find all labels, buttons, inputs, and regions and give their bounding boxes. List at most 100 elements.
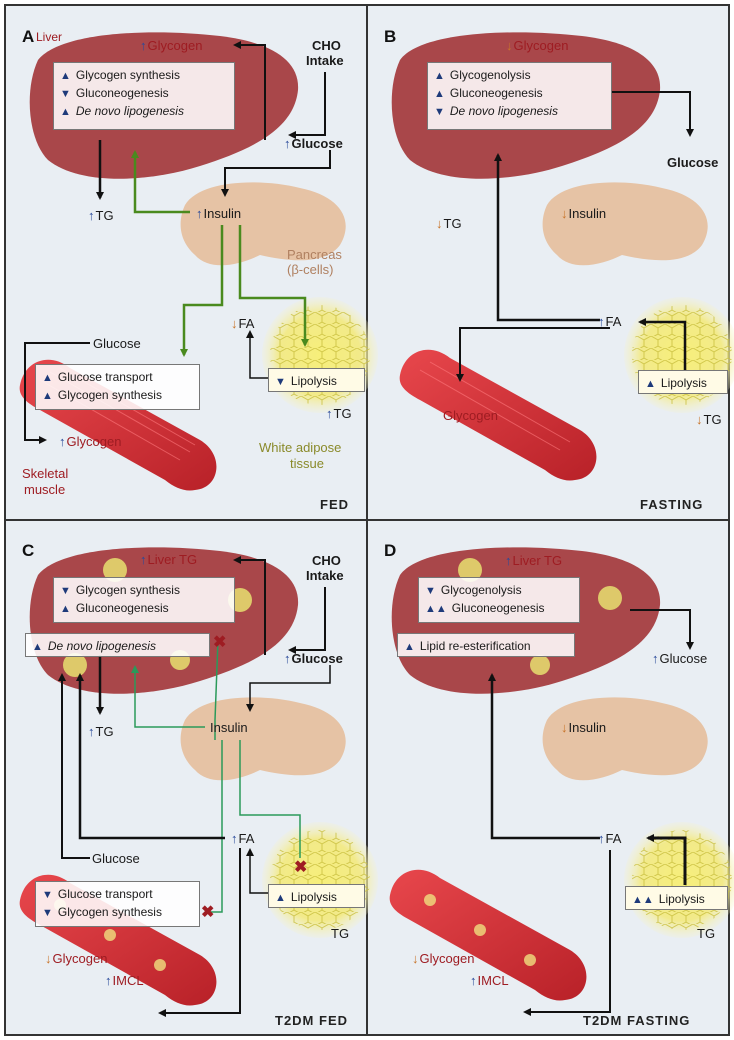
tg-label-c: ↑TG	[88, 724, 114, 739]
muscle-box-row: ▼Glucose transport	[42, 885, 193, 903]
liver-tg-text: Liver TG	[148, 552, 198, 567]
liver-tg-text: Liver TG	[513, 553, 563, 568]
glycogen-label-b: ↓Glycogen	[506, 38, 568, 53]
triangle-down-icon: ▼	[60, 88, 71, 100]
row-text: Glucose transport	[58, 887, 153, 901]
fa-text: FA	[239, 316, 255, 331]
adipose-box-b: ▲Lipolysis	[638, 370, 728, 394]
up-arrow-icon: ↑	[326, 406, 333, 421]
row-text: Glycogen synthesis	[58, 388, 162, 402]
row-text: De novo lipogenesis	[450, 104, 558, 118]
glycogen-text: Glycogen	[148, 38, 203, 53]
down-arrow-icon: ↓	[561, 206, 568, 221]
adipose-box-a: ▼ Lipolysis	[268, 368, 365, 392]
panel-d-footer: T2DM FASTING	[583, 1013, 690, 1028]
imcl-label-c: ↑IMCL	[105, 973, 144, 988]
glucose-text: Glucose	[292, 651, 343, 666]
fa-text: FA	[606, 831, 622, 846]
tg-label-a: ↑TG	[88, 208, 114, 223]
triangle-down-icon: ▼	[434, 106, 445, 118]
muscle-box-row: ▲ Glycogen synthesis	[42, 386, 193, 404]
fa-label-c: ↑FA	[231, 831, 254, 846]
tg-adipose-d: TG	[697, 926, 715, 941]
row-text: Glycogenolysis	[441, 583, 522, 597]
row-text: De novo lipogenesis	[76, 104, 184, 118]
triangle-up-icon: ▲	[275, 892, 286, 904]
muscle-glycogen-c: ↓Glycogen	[45, 951, 107, 966]
row-text: Gluconeogenesis	[452, 601, 545, 615]
muscle-box-c: ▼Glucose transport ▼Glycogen synthesis	[35, 881, 200, 927]
insulin-label-a: ↑Insulin	[196, 206, 241, 221]
tg-text: TG	[704, 412, 722, 427]
up-arrow-icon: ↑	[470, 973, 477, 988]
beta-cells-label-a: (β-cells)	[287, 262, 333, 277]
tg-adipose-b: ↓TG	[696, 412, 722, 427]
up-arrow-icon: ↑	[88, 724, 95, 739]
pancreas-shape-b	[543, 182, 708, 265]
up-arrow-icon: ↑	[105, 973, 112, 988]
muscle-glycogen-b: Glycogen	[443, 408, 498, 423]
panel-c-footer: T2DM FED	[275, 1013, 348, 1028]
liver-box-b: ▲ Glycogenolysis ▲Gluconeogenesis ▼ De nov…	[427, 62, 612, 130]
triangle-up-icon: ▲	[32, 641, 43, 653]
tg-adipose-c: TG	[331, 926, 349, 941]
up-arrow-icon: ↑	[598, 314, 605, 329]
skeletal-label-a: Skeletal	[22, 466, 68, 481]
muscle-glycogen-a: ↑Glycogen	[59, 434, 121, 449]
liver-box-row: ▲ Gluconeogenesis	[60, 599, 228, 617]
block-x-icon: ✖	[213, 632, 226, 652]
up-arrow-icon: ↑	[505, 553, 512, 568]
glycogen-text: Glycogen	[420, 951, 475, 966]
block-x-icon: ✖	[294, 857, 307, 877]
triangle-up-icon: ▲	[60, 70, 71, 82]
adipose-box-row: ▲▲Lipolysis	[632, 890, 721, 908]
tg-text: TG	[334, 406, 352, 421]
triangle-up-icon: ▲	[60, 603, 71, 615]
liver-box-row: ▲Gluconeogenesis	[434, 84, 605, 102]
row-text: Lipolysis	[291, 374, 337, 388]
triangle-up-icon: ▲▲	[632, 894, 654, 906]
triangle-down-icon: ▼	[60, 585, 71, 597]
triangle-down-icon: ▼	[275, 376, 286, 388]
up-arrow-icon: ↑	[284, 651, 291, 666]
down-arrow-icon: ↓	[45, 951, 52, 966]
dnl-box-row: ▲ De novo lipogenesis	[32, 637, 203, 655]
liver-label-a: Liver	[36, 30, 62, 45]
up-arrow-icon: ↑	[59, 434, 66, 449]
triangle-up-icon: ▲	[434, 70, 445, 82]
glucose-muscle-c: Glucose	[92, 851, 140, 866]
row-text: Lipolysis	[291, 890, 337, 904]
panel-a-letter: A	[22, 29, 34, 44]
liver-box-a: ▲Glycogen synthesis ▼Gluconeogenesis ▲De…	[53, 62, 235, 130]
triangle-up-icon: ▲	[60, 106, 71, 118]
dnl-box-c: ▲ De novo lipogenesis	[25, 633, 210, 657]
triangle-up-icon: ▲	[404, 641, 415, 653]
reester-box-row: ▲Lipid re-esterification	[404, 637, 568, 655]
liver-box-c: ▼ Glycogen synthesis ▲ Gluconeogenesis	[53, 577, 235, 623]
glycogen-label-a: ↑Glycogen	[140, 38, 202, 53]
down-arrow-icon: ↓	[696, 412, 703, 427]
triangle-up-icon: ▲	[42, 390, 53, 402]
row-text: Gluconeogenesis	[76, 601, 169, 615]
down-arrow-icon: ↓	[561, 720, 568, 735]
glucose-liver-c: ↑Glucose	[284, 651, 343, 666]
liver-box-row: ▼ De novo lipogenesis	[434, 102, 605, 120]
up-arrow-icon: ↑	[140, 38, 147, 53]
row-text: Gluconeogenesis	[76, 86, 169, 100]
glucose-text: Glucose	[292, 136, 343, 151]
row-text: Glycogen synthesis	[76, 583, 180, 597]
triangle-up-icon: ▲▲	[425, 603, 447, 615]
triangle-up-icon: ▲	[645, 378, 656, 390]
row-text: Glycogenolysis	[450, 68, 531, 82]
liver-box-row: ▼ Glycogen synthesis	[60, 581, 228, 599]
triangle-up-icon: ▲	[42, 372, 53, 384]
row-text: Glycogen synthesis	[58, 905, 162, 919]
liver-box-row: ▲ Glycogenolysis	[434, 66, 605, 84]
row-text: De novo lipogenesis	[48, 639, 156, 653]
pancreas-shape-d	[543, 697, 708, 780]
down-arrow-icon: ↓	[412, 951, 419, 966]
panel-b-letter: B	[384, 29, 396, 44]
fa-label-b: ↑FA	[598, 314, 621, 329]
adipose-box-c: ▲ Lipolysis	[268, 884, 365, 908]
